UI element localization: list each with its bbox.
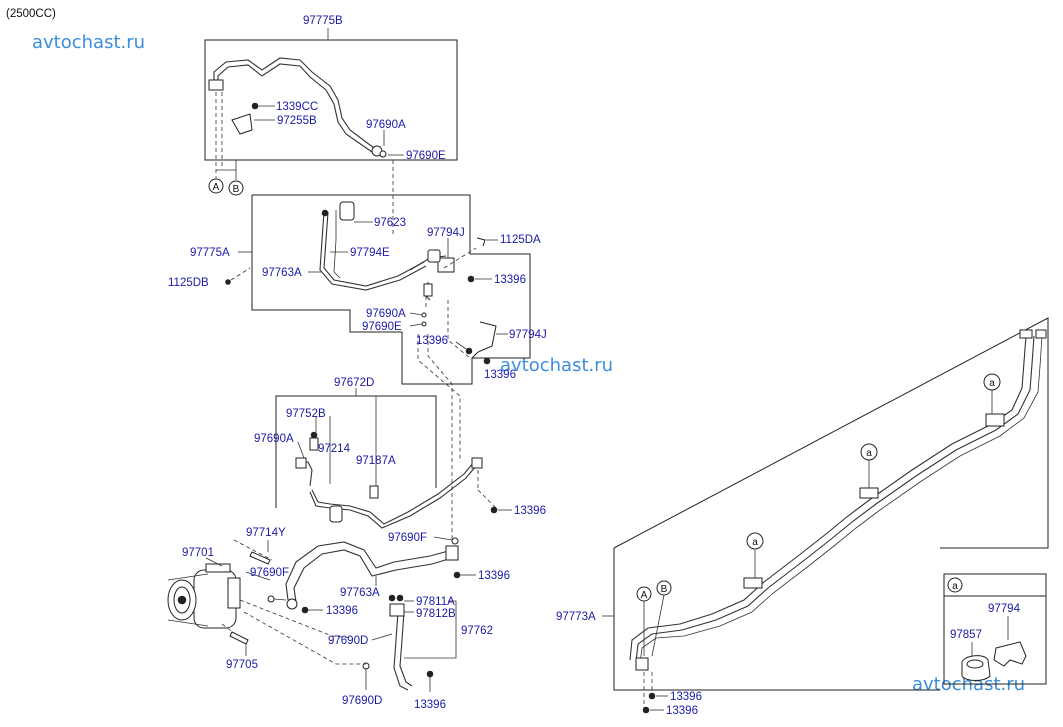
label-97623: 97623 <box>374 217 406 229</box>
label-97187A: 97187A <box>356 455 396 467</box>
callout-a-detail <box>947 577 963 593</box>
watermark-top-left: avtochast.ru <box>32 32 145 53</box>
label-97763A-low: 97763A <box>340 587 380 599</box>
label-97255B: 97255B <box>277 115 317 127</box>
watermark-center: avtochast.ru <box>500 355 613 376</box>
label-1339CC: 1339CC <box>276 101 318 113</box>
engine-variant-title: (2500CC) <box>6 8 56 20</box>
svg-text:a: a <box>752 537 758 548</box>
detail-a-box: a 97794 97857 <box>943 573 1047 685</box>
label-97773A: 97773A <box>556 611 596 623</box>
label-13396-g: 13396 <box>414 699 446 711</box>
label-97690E-top: 97690E <box>406 150 446 162</box>
svg-text:a: a <box>989 378 995 389</box>
label-97690D-a: 97690D <box>328 635 368 647</box>
label-97794E: 97794E <box>350 247 390 259</box>
label-13396-b: 13396 <box>416 335 448 347</box>
label-97690F-a: 97690F <box>250 567 289 579</box>
group-97672D: 97672D 97752B 97690A 97214 97187A 13396 <box>254 377 546 529</box>
label-1125DB: 1125DB <box>168 277 209 289</box>
callout-B-top <box>228 180 244 196</box>
label-13396-e: 13396 <box>326 605 358 617</box>
label-97672D: 97672D <box>334 377 374 389</box>
label-97690A-low: 97690A <box>254 433 294 445</box>
label-97775B: 97775B <box>303 15 343 27</box>
svg-text:B: B <box>661 584 668 595</box>
label-97794: 97794 <box>988 603 1021 615</box>
label-13396-f: 13396 <box>478 570 510 582</box>
callout-a-3 <box>983 373 1001 391</box>
callout-A-top <box>208 178 224 194</box>
label-97690A-top: 97690A <box>366 119 406 131</box>
callout-a-1 <box>746 532 764 550</box>
svg-text:a: a <box>952 581 958 592</box>
label-97762: 97762 <box>461 625 493 637</box>
group-97775B: 97775B 1339CC 97255B 97690A 97690E A B <box>204 15 458 236</box>
label-97763A-mid: 97763A <box>262 267 302 279</box>
label-97857: 97857 <box>950 629 982 641</box>
group-97773A-frame <box>613 317 1049 549</box>
label-1125DA: 1125DA <box>500 234 541 246</box>
label-13396-h: 13396 <box>670 691 702 703</box>
group-97773A: 97773A a a a A B 13396 13396 <box>556 317 1049 717</box>
svg-text:B: B <box>233 184 240 195</box>
label-97811A: 97811A <box>416 596 455 608</box>
label-97690A-mid: 97690A <box>366 308 406 320</box>
label-97690D-b: 97690D <box>342 695 382 707</box>
label-97794J-a: 97794J <box>427 227 465 239</box>
group-97775A: 97775A 97623 97794E 97763A 97794J 1125DA… <box>168 194 547 540</box>
label-13396-a: 13396 <box>494 274 526 286</box>
label-97690F-b: 97690F <box>388 532 427 544</box>
label-97705: 97705 <box>226 659 258 671</box>
group-97775A-frame <box>251 194 531 385</box>
label-13396-d: 13396 <box>514 505 546 517</box>
label-97775A: 97775A <box>190 247 230 259</box>
label-97701: 97701 <box>182 547 214 559</box>
callout-a-2 <box>860 443 878 461</box>
label-97714Y: 97714Y <box>246 527 286 539</box>
label-13396-i: 13396 <box>666 705 698 717</box>
svg-text:A: A <box>213 182 220 193</box>
label-13396-c: 13396 <box>484 369 516 381</box>
group-97775B-frame <box>204 39 458 161</box>
svg-text:a: a <box>866 448 872 459</box>
compressor-assembly: 97701 97714Y 97705 97690F 97690F 97763A … <box>167 527 510 711</box>
label-97794J-b: 97794J <box>509 329 547 341</box>
label-97752B: 97752B <box>286 408 326 420</box>
label-97214: 97214 <box>318 443 351 455</box>
detail-a-frame <box>943 573 1047 685</box>
label-97690E-mid: 97690E <box>362 321 402 333</box>
label-97812B: 97812B <box>416 608 456 620</box>
svg-text:A: A <box>641 590 648 601</box>
